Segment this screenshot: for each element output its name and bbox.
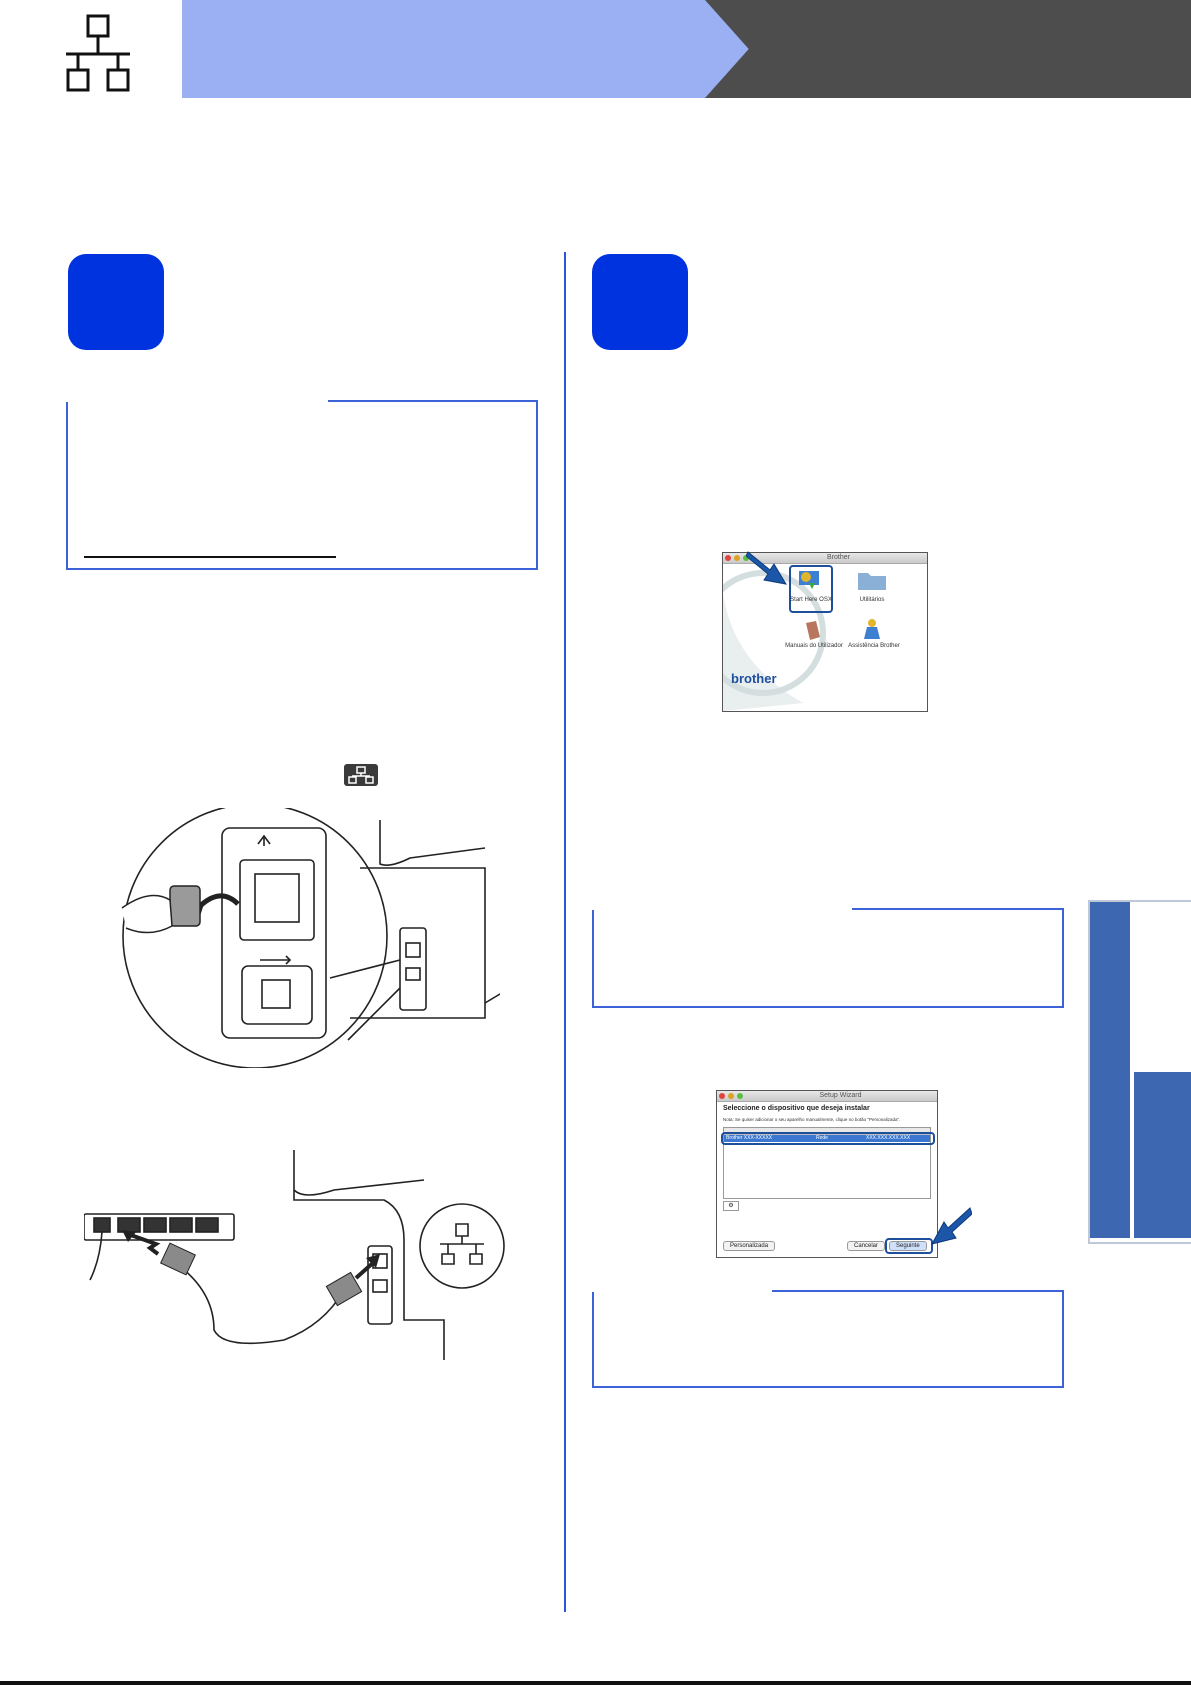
device-list[interactable]: Brother XXX-XXXXX Rede XXX.XXX.XXX.XXX [723,1127,931,1199]
network-port-icon [344,764,378,786]
custom-button[interactable]: Personalizada [723,1241,776,1251]
gear-icon[interactable]: ⚙ [723,1201,739,1211]
brand-logo: brother [731,671,777,686]
device-name: Brother XXX-XXXXX [726,1135,773,1141]
pointer-arrow-icon [745,548,790,588]
start-here-highlight [789,565,833,613]
pointer-arrow-icon [930,1206,973,1246]
wizard-window-title: Setup Wizard [819,1092,862,1099]
support-icon[interactable] [861,617,883,641]
note-underline [84,556,336,558]
remove-port-cover-illustration [110,803,511,1069]
setup-wizard-screenshot: Setup Wizard Seleccione o dispositivo qu… [716,1090,938,1258]
network-cable-illustration [83,1150,514,1360]
device-row-selected[interactable]: Brother XXX-XXXXX Rede XXX.XXX.XXX.XXX [724,1135,930,1142]
next-button-highlight [885,1238,933,1254]
manual-icon[interactable] [803,619,823,641]
header-banner-right [705,0,1191,98]
wizard-note: Nota: Se quiser adicionar o seu aparelho… [723,1117,901,1122]
wired-network-icon [52,14,144,94]
wizard-titlebar: Setup Wizard [717,1091,937,1102]
launcher-item-label: Start Here OSX [790,597,832,603]
header-banner-left [182,0,752,98]
note-box-right-2 [592,1290,1064,1388]
step-badge-left [68,254,164,350]
device-address: XXX.XXX.XXX.XXX [866,1135,911,1141]
wizard-heading: Seleccione o dispositivo que deseja inst… [723,1105,870,1112]
next-button[interactable]: Seguinte [889,1241,927,1251]
side-tab-active-strip [1090,902,1130,1238]
device-type: Rede [816,1135,828,1141]
launcher-titlebar: Brother [723,553,927,564]
cancel-button[interactable]: Cancelar [847,1241,886,1251]
note-box-right-1 [592,908,1064,1008]
launcher-window-screenshot: Brother Start Here OSX Utilitários Manua… [722,552,928,712]
footer-rule [0,1681,1191,1685]
folder-icon[interactable] [857,569,887,591]
installer-icon[interactable] [797,569,821,593]
launcher-item-label: Utilitários [859,597,885,603]
side-tab-section-block [1134,1072,1191,1238]
step-badge-right [592,254,688,350]
selected-row-highlight [721,1132,935,1145]
column-divider [564,252,566,1612]
launcher-window-title: Brother [827,554,850,561]
launcher-item-label: Assistência Brother [848,643,900,649]
note-box-left [66,400,538,570]
launcher-item-label: Manuais do Utilizador [785,643,843,649]
